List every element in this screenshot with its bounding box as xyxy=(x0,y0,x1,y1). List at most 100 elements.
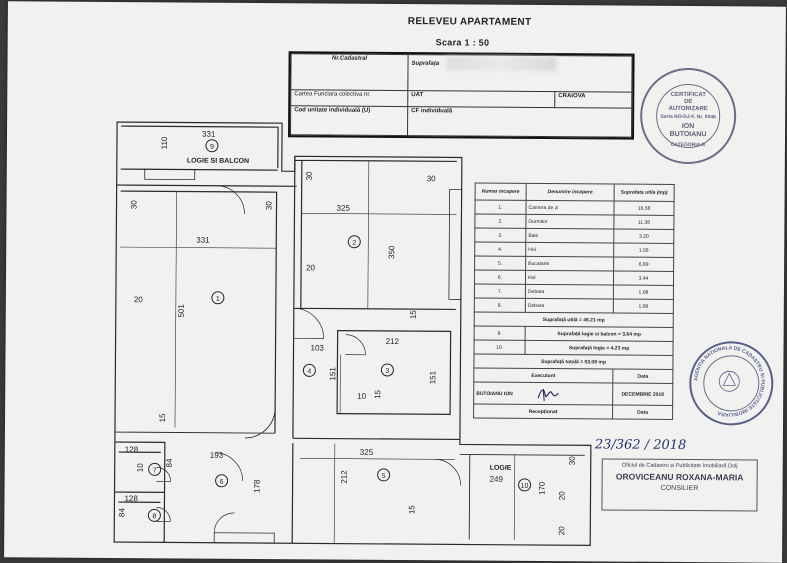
dim-label: 30 xyxy=(427,174,437,183)
dim-label: 30 xyxy=(568,456,577,466)
svg-text:10: 10 xyxy=(521,483,529,490)
cell: 1.56 xyxy=(613,243,674,258)
nr-cadastral-label: Nr.Cadastral xyxy=(290,53,409,91)
office-stamp: Oficiul de Cadastru și Publicitate Imobi… xyxy=(601,458,758,512)
dim-label: 15 xyxy=(373,389,382,399)
dim-label: 128 xyxy=(125,445,139,454)
dim-label: 325 xyxy=(360,448,374,457)
seal-line: BUTOIANU xyxy=(669,130,707,139)
dim-label: 30 xyxy=(305,171,314,181)
stamp-line-3: CONSILIER xyxy=(660,484,699,493)
svg-text:4: 4 xyxy=(307,368,311,375)
seal-line: Seria RO-DJ-F, Nr. 0046 xyxy=(660,113,716,121)
dim-label: 10 xyxy=(357,392,367,401)
agency-seal-ring-text: AGENTIA NATIONALA DE CADASTRU SI PUBLICI… xyxy=(693,345,766,418)
handwritten-registration: 23/362 / 2018 xyxy=(594,437,687,454)
room-marker-3: 3 xyxy=(380,363,394,377)
seal-line: CATEGORIA B xyxy=(670,141,706,149)
floor-plan: 331 110 LOGIE SI BALCON 30 30 331 501 20… xyxy=(113,121,592,546)
uat-label: UAT xyxy=(407,90,555,108)
stamp-line-1: Oficiul de Cadastru și Publicitate Imobi… xyxy=(621,462,738,470)
svg-text:9: 9 xyxy=(210,144,214,151)
dim-label: 15 xyxy=(409,310,418,320)
dim-label: 15 xyxy=(158,413,167,423)
dim-label: 84 xyxy=(165,458,174,468)
cell: 3.20 xyxy=(613,229,674,244)
dim-label: 20 xyxy=(134,295,144,304)
rooms-table: Numar incapere Denumire incapere Suprafa… xyxy=(473,183,675,420)
stamp-line-2: OROVICEANU ROXANA-MARIA xyxy=(615,471,744,483)
suprafata-label: Suprafața xyxy=(411,60,440,67)
dim-label: 110 xyxy=(160,136,169,149)
cell: 6.89 xyxy=(613,257,674,272)
seal-line: AUTORIZARE xyxy=(668,105,708,113)
dim-label: 84 xyxy=(117,508,126,518)
logie-label: LOGIE xyxy=(490,465,512,472)
svg-text:1: 1 xyxy=(216,296,220,303)
dim-label: 331 xyxy=(196,236,210,245)
room-marker-10: 10 xyxy=(518,478,532,492)
redacted-area xyxy=(446,56,557,72)
agency-seal: AGENTIA NATIONALA DE CADASTRU SI PUBLICI… xyxy=(689,341,774,426)
dim-label: 128 xyxy=(124,494,138,503)
room-marker-9: 9 xyxy=(205,139,219,153)
executant-cell: BUTOIANU ION xyxy=(473,382,613,406)
dim-label: 350 xyxy=(387,245,396,259)
svg-text:AGENTIA NATIONALA DE CADASTRU: AGENTIA NATIONALA DE CADASTRU SI PUBLICI… xyxy=(693,345,766,418)
room-marker-8: 8 xyxy=(147,508,161,522)
dim-label: 212 xyxy=(386,337,400,346)
dim-label: 325 xyxy=(336,204,350,213)
dim-label: 249 xyxy=(490,475,504,484)
seal-line: CERTIFICAT xyxy=(670,91,706,99)
room-marker-6: 6 xyxy=(215,474,229,488)
dim-label: 151 xyxy=(428,370,437,384)
suprafata-cell: Suprafața xyxy=(407,54,633,93)
cell: 11.38 xyxy=(613,215,674,230)
scale-label: Scara 1 : 50 xyxy=(435,37,490,48)
room-marker-7: 7 xyxy=(148,462,162,476)
document-sheet: RELEVEU APARTAMENT Scara 1 : 50 Nr.Cadas… xyxy=(4,1,786,563)
col-header: Suprafata utila (mp) xyxy=(614,184,675,202)
room-marker-4: 4 xyxy=(302,363,316,377)
dim-label: 20 xyxy=(306,263,316,272)
dim-label: 212 xyxy=(340,470,349,484)
cell: 3.44 xyxy=(613,271,674,286)
executant-date: DECEMBRIE 2018 xyxy=(612,383,673,406)
page-title: RELEVEU APARTAMENT xyxy=(407,16,532,28)
carte-funciara-label: Cartea Funciara colectiva nr. xyxy=(290,89,408,107)
cell: 16.58 xyxy=(613,201,675,216)
signature-icon xyxy=(537,388,559,401)
seal-line: DE xyxy=(684,99,693,106)
svg-text:5: 5 xyxy=(382,473,386,480)
dim-label: 193 xyxy=(210,451,224,460)
data-label: Data xyxy=(612,369,673,384)
outer-wall xyxy=(113,121,592,546)
svg-text:6: 6 xyxy=(220,479,224,486)
inner-wall xyxy=(121,125,279,169)
room-marker-5: 5 xyxy=(377,468,391,482)
svg-text:3: 3 xyxy=(385,368,389,375)
room-marker-2: 2 xyxy=(347,235,361,249)
dim-label: 151 xyxy=(328,367,337,381)
uat-value: CRAIOVA xyxy=(554,91,632,109)
authorization-seal: CERTIFICAT DE AUTORIZARE Seria RO-DJ-F, … xyxy=(639,67,737,165)
room-marker-1: 1 xyxy=(211,291,225,305)
logie-balcon-label: LOGIE SI BALCON xyxy=(187,158,249,165)
seal-line: ION xyxy=(681,122,695,131)
svg-text:2: 2 xyxy=(352,240,356,247)
dim-label: 170 xyxy=(538,481,547,495)
svg-text:8: 8 xyxy=(152,513,156,520)
cell: 1.08 xyxy=(613,285,674,300)
dim-label: 501 xyxy=(177,304,186,318)
dim-label: 30 xyxy=(130,200,139,210)
svg-text:7: 7 xyxy=(153,467,157,474)
dim-label: 103 xyxy=(311,343,325,352)
data-label-2: Data xyxy=(612,405,673,420)
dim-label: 20 xyxy=(557,491,566,501)
dim-label: 10 xyxy=(136,463,145,473)
dim-label: 30 xyxy=(264,201,273,211)
cell: 1.08 xyxy=(613,299,674,314)
dim-label: 331 xyxy=(202,130,216,139)
dim-label: 15 xyxy=(407,505,416,515)
dim-label: 20 xyxy=(557,526,566,536)
